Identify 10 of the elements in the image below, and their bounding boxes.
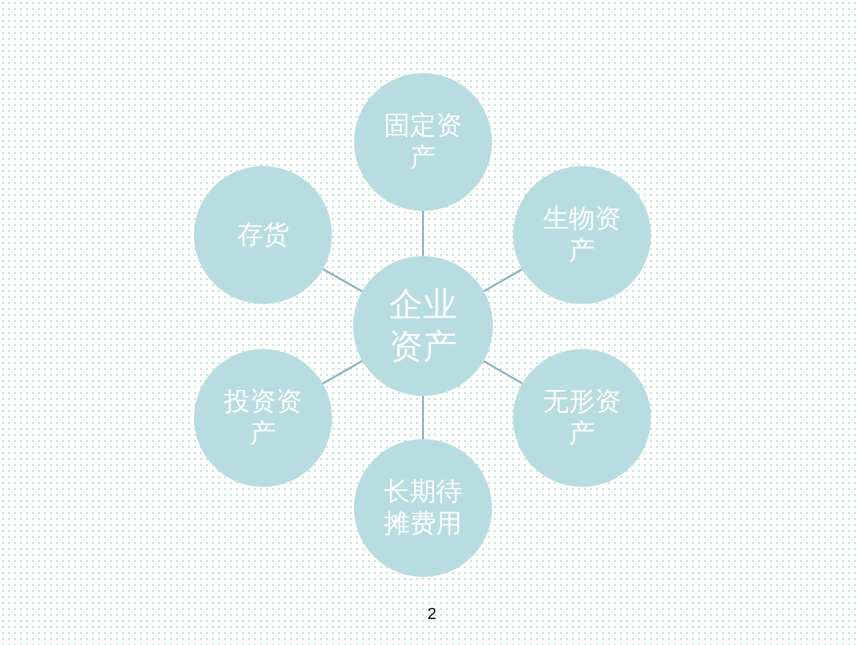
- circle-label: 生物资产: [542, 202, 622, 268]
- circle-label: 无形资产: [542, 386, 622, 450]
- circle-label: 存货: [237, 218, 289, 252]
- circle-label: 长期待摊费用: [383, 476, 463, 540]
- page-number: 2: [426, 606, 438, 624]
- connector-line: [422, 211, 424, 256]
- circle-label: 投资资产: [223, 386, 303, 450]
- connector-line: [422, 396, 424, 439]
- circle-label: 企业资产: [388, 284, 458, 368]
- circle-label: 固定资产: [383, 110, 463, 174]
